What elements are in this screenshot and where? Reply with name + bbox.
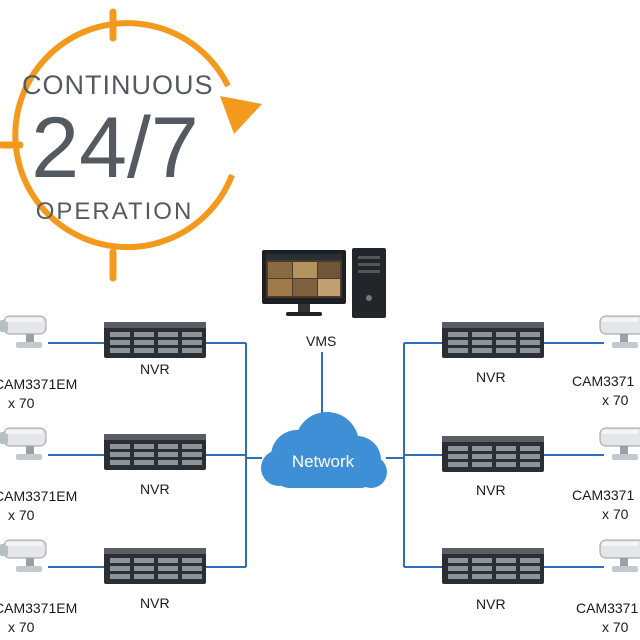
nvr-server-icon xyxy=(442,436,544,472)
camera-count-label: x 70 xyxy=(602,619,629,635)
clock-ring xyxy=(12,20,235,251)
clock-ticks xyxy=(0,8,117,282)
camera-count-label: x 70 xyxy=(8,395,35,411)
nvr-label: NVR xyxy=(140,481,170,497)
network-label: Network xyxy=(291,452,355,471)
camera-count-label: x 70 xyxy=(8,507,35,523)
camera-model-label: CAM3371 xyxy=(576,600,639,616)
camera-model-label: CAM3371EM xyxy=(0,600,78,616)
nvr-label: NVR xyxy=(476,596,506,612)
badge-top-text: CONTINUOUS xyxy=(22,70,214,100)
bullet-camera-icon xyxy=(0,427,47,460)
continuous-operation-badge xyxy=(0,8,262,282)
network-cloud-icon xyxy=(261,412,387,488)
badge-big-text: 24/7 xyxy=(31,100,199,196)
badge-bottom-text: OPERATION xyxy=(35,198,194,225)
nvr-server-icon xyxy=(104,434,206,470)
camera-model-label: CAM3371 xyxy=(572,373,635,389)
camera-count-label: x 70 xyxy=(602,392,629,408)
nvr-label: NVR xyxy=(140,361,170,377)
camera-count-label: x 70 xyxy=(8,619,35,635)
camera-model-label: CAM3371EM xyxy=(0,488,78,504)
bullet-camera-icon xyxy=(599,427,640,460)
camera-model-label: CAM3371 xyxy=(572,487,635,503)
camera-count-label: x 70 xyxy=(602,506,629,522)
nvr-label: NVR xyxy=(140,595,170,611)
nvr-server-icon xyxy=(104,548,206,584)
nvr-server-icon xyxy=(442,322,544,358)
bullet-camera-icon xyxy=(0,539,47,572)
nvr-server-icon xyxy=(104,322,206,358)
vms-workstation-icon xyxy=(262,248,386,318)
bullet-camera-icon xyxy=(599,315,640,348)
clock-arrowhead xyxy=(220,96,262,134)
bullet-camera-icon xyxy=(0,315,47,348)
camera-model-label: CAM3371EM xyxy=(0,376,78,392)
nvr-server-icon xyxy=(442,548,544,584)
nvr-label: NVR xyxy=(476,369,506,385)
vms-label: VMS xyxy=(306,333,337,349)
bullet-camera-icon xyxy=(599,539,640,572)
nvr-label: NVR xyxy=(476,482,506,498)
